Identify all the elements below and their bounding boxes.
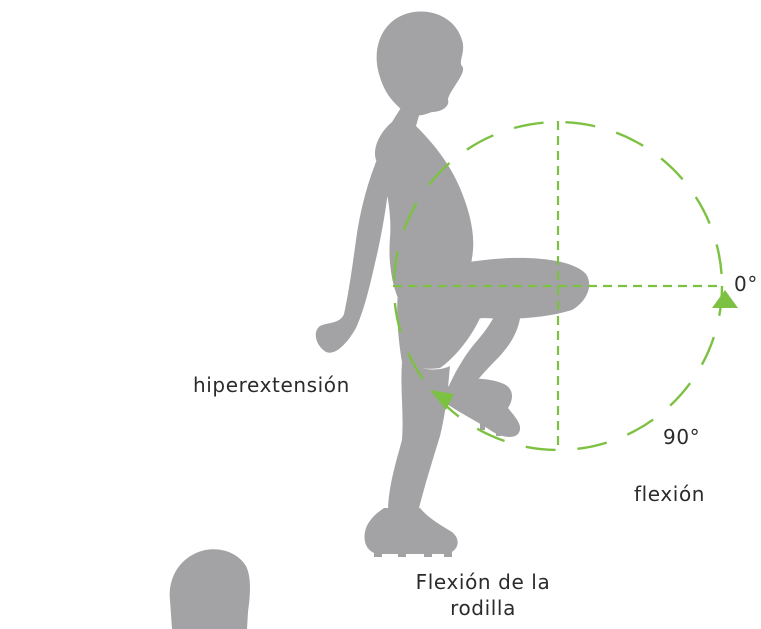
ninety-degree-label: 90° (663, 424, 700, 450)
child-silhouette (316, 12, 589, 557)
standing-leg-silhouette (388, 362, 450, 512)
standing-cleat-silhouette (365, 508, 458, 554)
head-silhouette (377, 12, 464, 116)
cleat-stud (374, 552, 382, 557)
cleat-stud (398, 552, 406, 557)
cleat-stud (496, 430, 501, 436)
cleat-stud (480, 424, 485, 430)
caption-line-1: Flexión de la (388, 569, 578, 595)
cleat-stud (424, 552, 432, 557)
diagram-caption: Flexión de la rodilla (388, 569, 578, 621)
arm-silhouette (316, 152, 390, 353)
zero-degree-label: 0° (734, 271, 758, 297)
second-child-head-silhouette (170, 549, 250, 629)
hyperextension-label: hiperextensión (193, 372, 350, 398)
caption-line-2: rodilla (388, 595, 578, 621)
cleat-stud (444, 552, 452, 557)
flexion-label: flexión (634, 481, 705, 507)
